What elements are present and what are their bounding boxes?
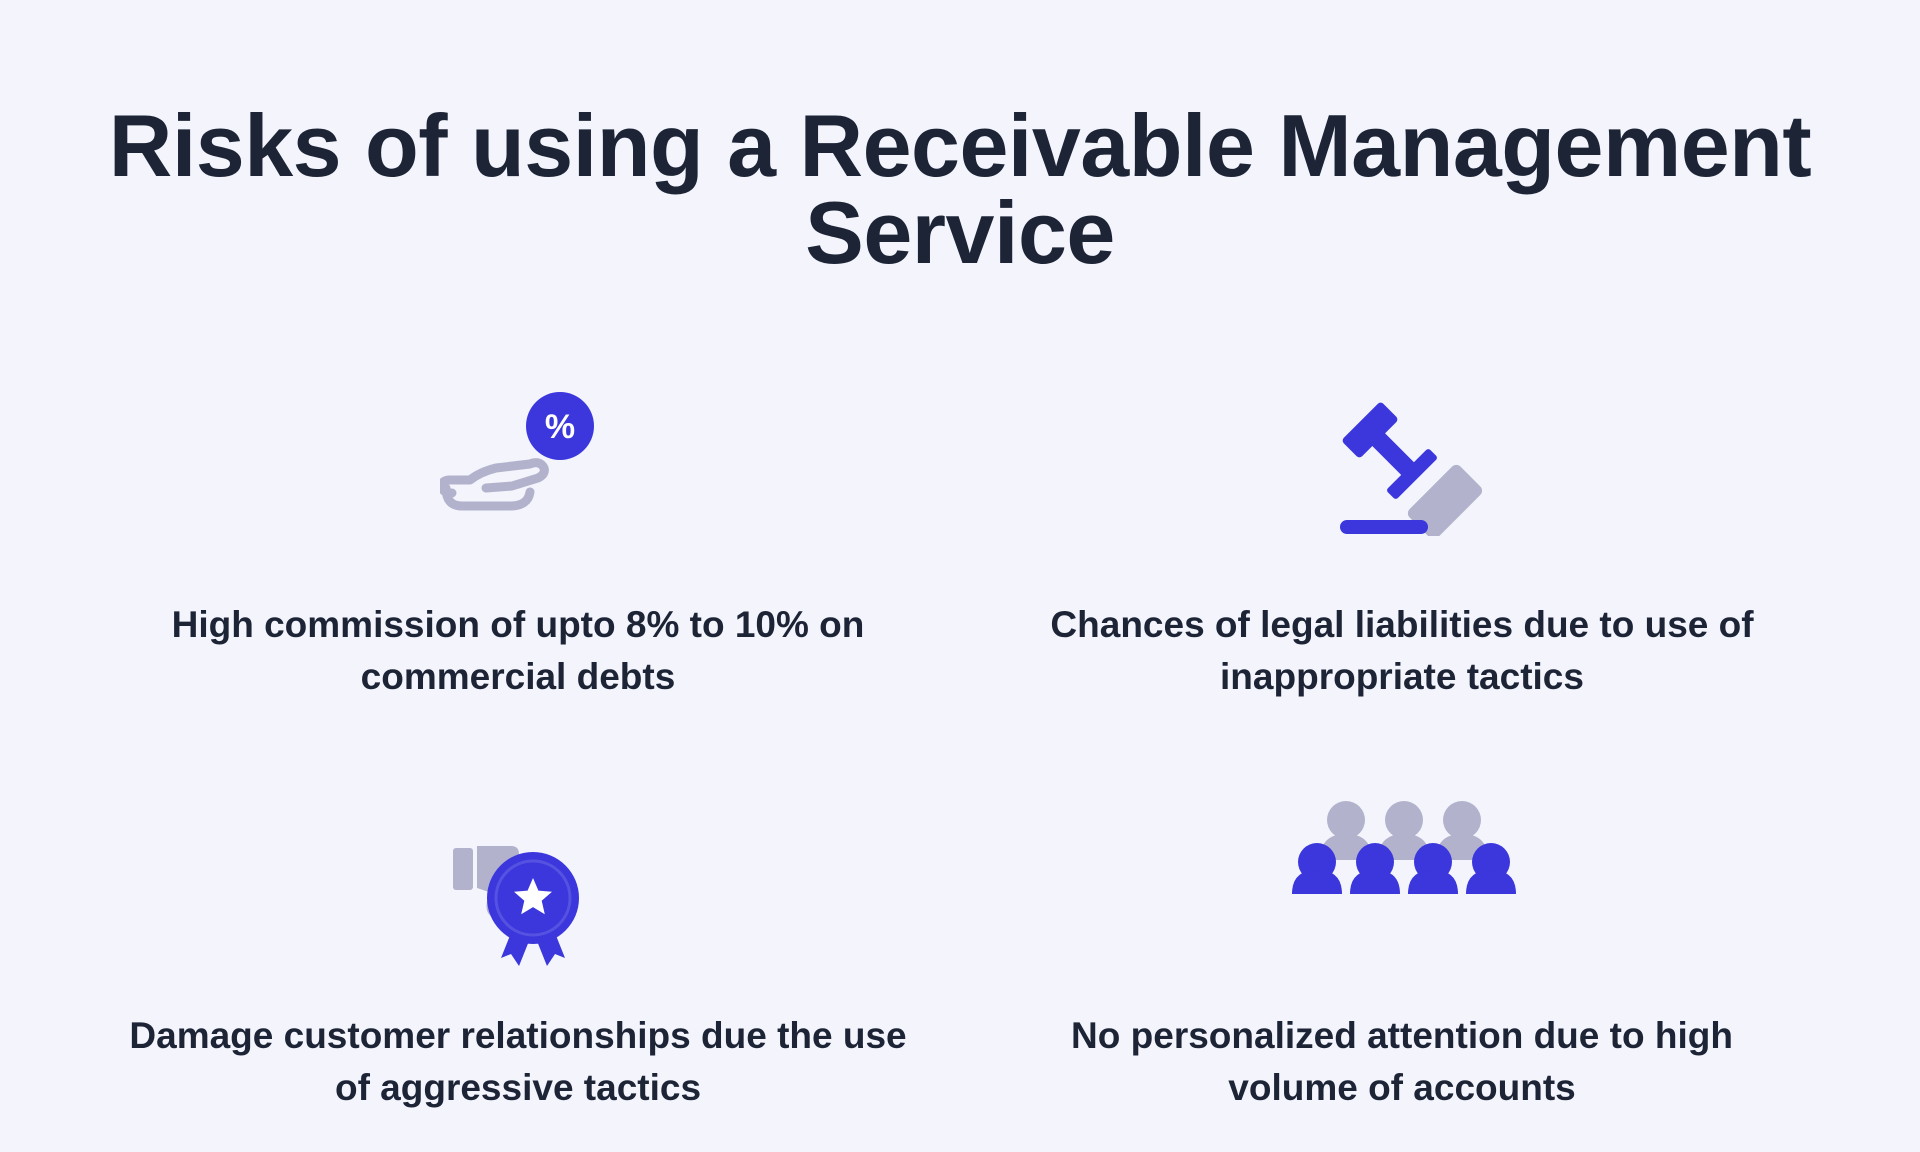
crowd-icon <box>1292 801 1516 894</box>
percent-glyph: % <box>545 408 575 446</box>
gavel-icon <box>1340 402 1482 536</box>
page-title: Risks of using a Receivable Management S… <box>108 96 1812 282</box>
risk-label: No personalized attention due to high vo… <box>1071 1015 1733 1108</box>
risk-label: High commission of upto 8% to 10% on com… <box>171 604 865 697</box>
hand-percent-icon: % <box>440 392 594 511</box>
risk-label: Damage customer relationships due the us… <box>129 1015 907 1108</box>
risk-label: Chances of legal liabilities due to use … <box>1050 604 1754 697</box>
thumbs-down-badge-icon <box>453 846 579 966</box>
